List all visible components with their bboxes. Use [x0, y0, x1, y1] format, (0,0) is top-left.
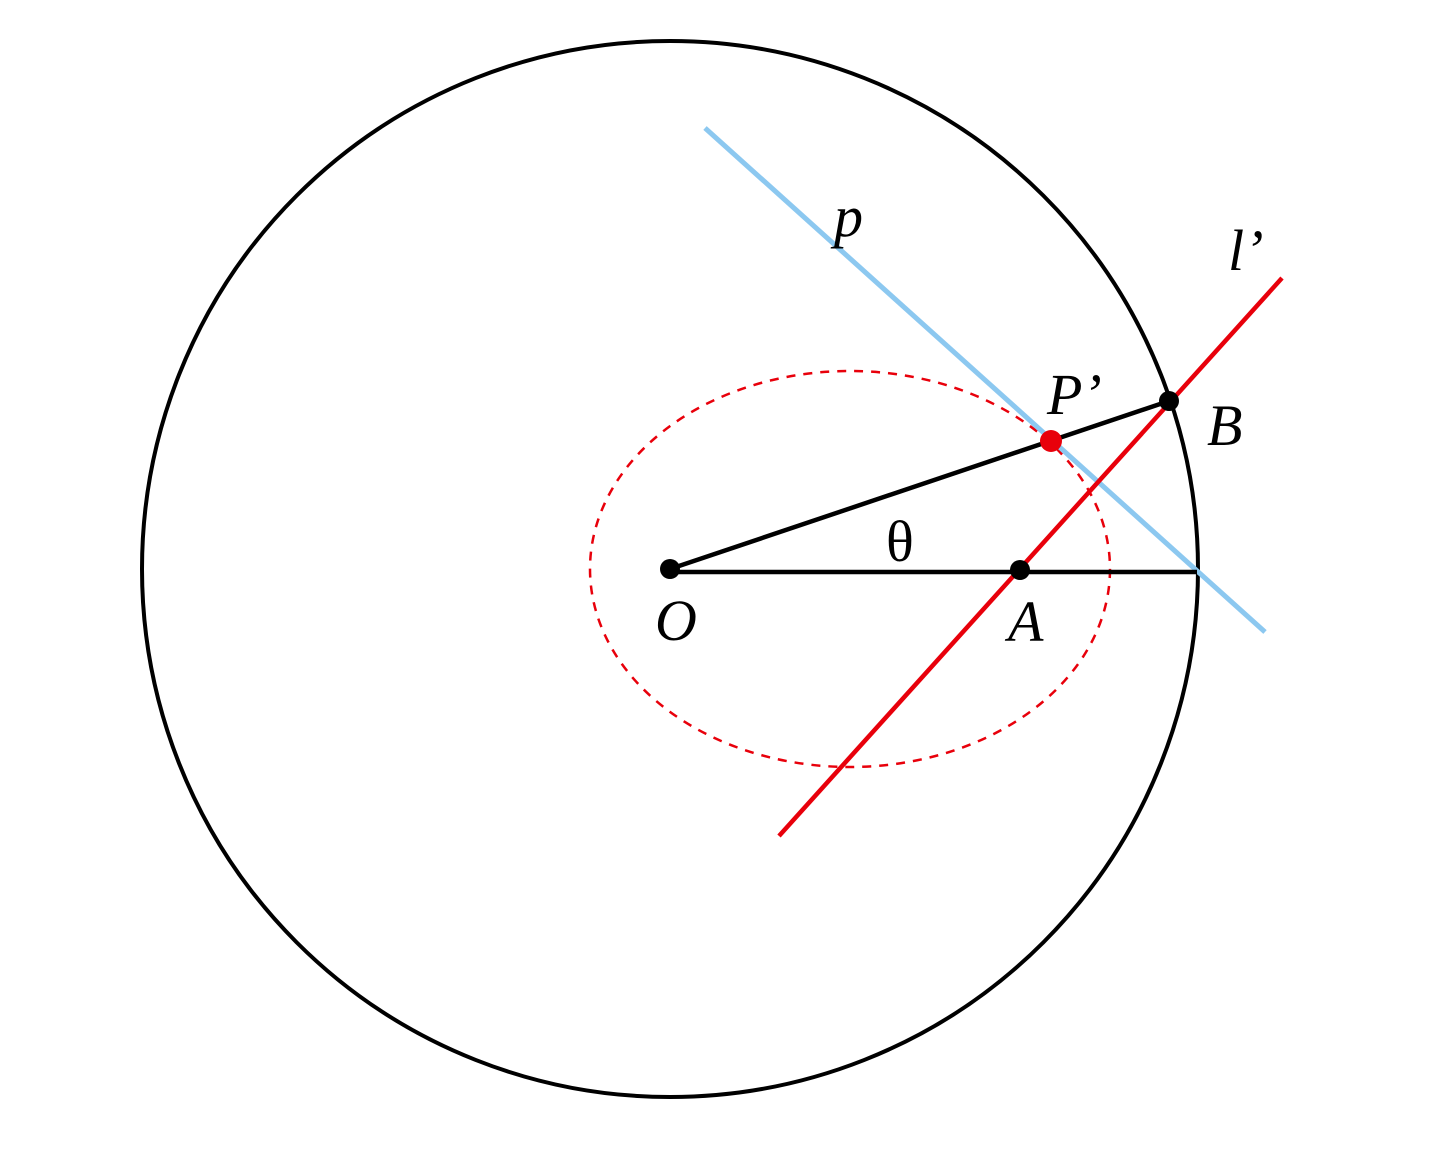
label-p: p: [830, 184, 863, 249]
label-a: A: [1004, 589, 1044, 654]
segment-o-b: [669, 398, 1170, 572]
line-l-prime: [777, 276, 1284, 838]
label-b: B: [1207, 393, 1242, 458]
point-p-prime: [1040, 430, 1062, 452]
label-l-prime: l’: [1228, 218, 1263, 283]
label-theta: θ: [886, 509, 914, 574]
point-b: [1159, 391, 1179, 411]
dashed-circle: [588, 369, 1112, 769]
label-o: O: [655, 588, 697, 653]
label-p-prime: P’: [1046, 362, 1102, 427]
point-o: [660, 559, 680, 579]
point-a: [1010, 560, 1030, 580]
line-p: [703, 126, 1267, 634]
